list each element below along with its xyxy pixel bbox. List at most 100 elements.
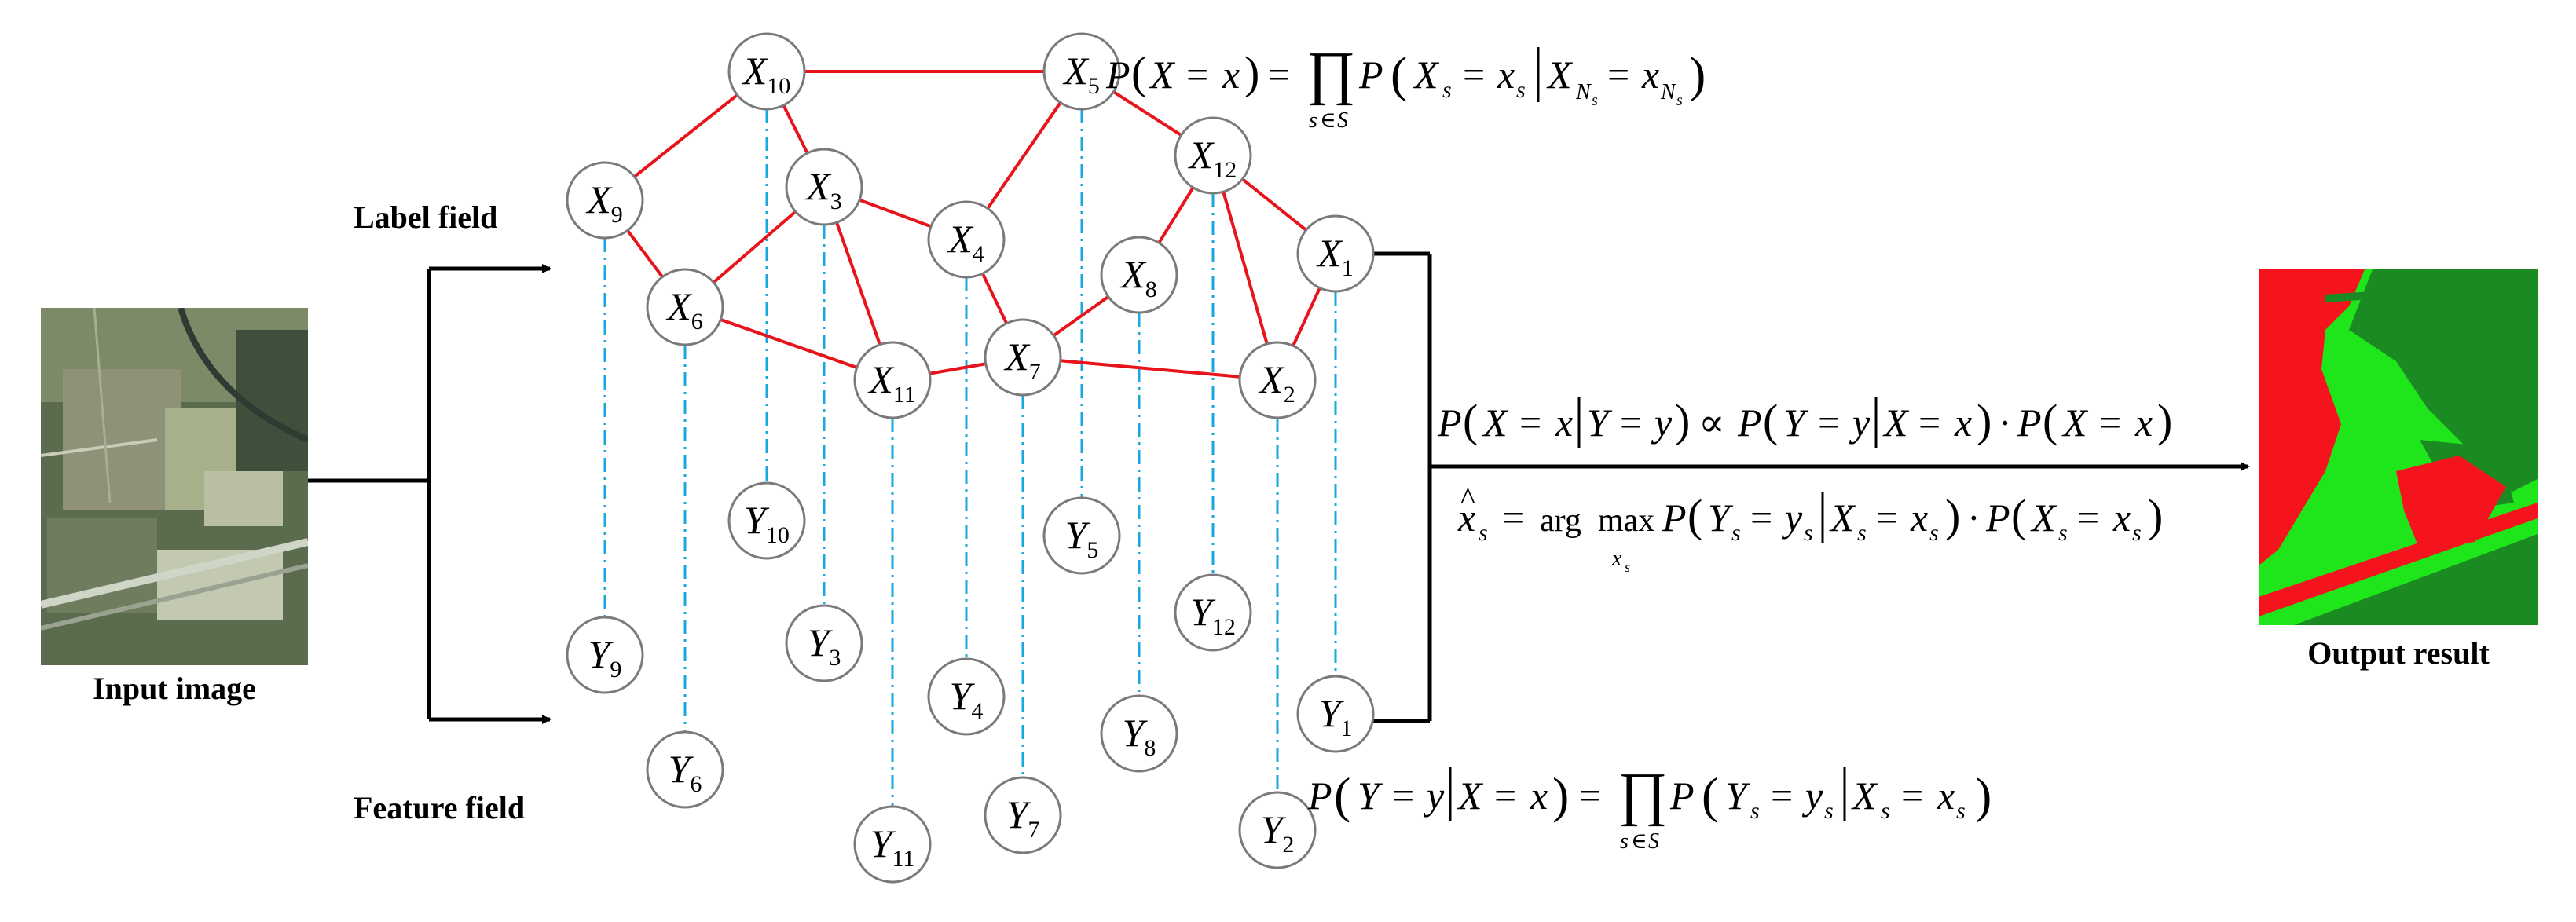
svg-text:=: = <box>2099 401 2121 445</box>
svg-text:·: · <box>1999 401 2012 445</box>
node-x5: X5 <box>1042 32 1121 111</box>
node-circle <box>853 805 932 884</box>
node-label: Y1 <box>1319 691 1353 741</box>
svg-text:x: x <box>1910 496 1928 540</box>
node-circle <box>1238 341 1317 419</box>
svg-text:P: P <box>1985 496 2010 540</box>
node-circle <box>785 148 863 226</box>
svg-text:=: = <box>1750 496 1772 540</box>
svg-text:=: = <box>1876 496 1898 540</box>
svg-text:X: X <box>1882 401 1910 445</box>
svg-text:X: X <box>1546 53 1574 97</box>
output-result-image <box>2259 269 2538 625</box>
feature-field-label: Feature field <box>354 790 525 825</box>
edge-x3-x4 <box>859 198 932 229</box>
label-field-label: Label field <box>354 199 497 235</box>
svg-text:x: x <box>1222 53 1240 97</box>
dashed-links <box>603 109 1337 807</box>
svg-text:s: s <box>1309 108 1317 133</box>
edge-x11-x7 <box>929 362 987 375</box>
svg-text:y: y <box>1781 496 1803 540</box>
svg-text:): ) <box>2157 395 2172 446</box>
node-circle <box>927 200 1006 279</box>
svg-text:s: s <box>2132 520 2142 546</box>
node-circle <box>1174 116 1252 195</box>
svg-text:): ) <box>1945 490 1960 541</box>
node-circle <box>1296 214 1375 293</box>
node-circle <box>927 657 1006 736</box>
edge-x7-x2 <box>1060 359 1240 379</box>
svg-text:(: ( <box>1334 767 1350 823</box>
svg-text:(: ( <box>1131 47 1146 98</box>
edge-x1-x2 <box>1292 287 1321 347</box>
svg-text:Y: Y <box>1358 774 1383 818</box>
node-label: X1 <box>1316 231 1354 281</box>
svg-text:s: s <box>1824 798 1834 824</box>
node-x8: X8 <box>1100 236 1178 314</box>
node-circle <box>984 776 1062 854</box>
svg-text:(: ( <box>1687 490 1702 541</box>
svg-text:=: = <box>1771 774 1793 818</box>
svg-text:x: x <box>1555 401 1573 445</box>
node-label: X4 <box>947 217 984 267</box>
svg-text:=: = <box>1607 53 1629 97</box>
svg-text:S: S <box>1337 108 1348 133</box>
svg-text:y: y <box>1651 401 1673 445</box>
edge-x3-x11 <box>835 221 881 346</box>
node-y4: Y4 <box>927 657 1006 736</box>
svg-text:s: s <box>1881 798 1890 824</box>
node-x12: X12 <box>1174 116 1252 195</box>
node-label: Y3 <box>808 620 841 671</box>
svg-text:X: X <box>2061 401 2089 445</box>
svg-text:P: P <box>1307 774 1332 818</box>
node-circle <box>1100 236 1178 314</box>
node-y12: Y12 <box>1174 573 1252 652</box>
edge-x8-x12 <box>1157 186 1195 244</box>
svg-text:P: P <box>1358 53 1383 97</box>
svg-text:s: s <box>1750 798 1760 824</box>
svg-text:P: P <box>1669 774 1695 818</box>
node-label: X7 <box>1003 335 1041 385</box>
svg-text:Y: Y <box>1708 496 1734 540</box>
svg-text:s: s <box>1676 92 1683 109</box>
svg-text:x: x <box>1937 774 1955 818</box>
node-label: X10 <box>742 49 791 99</box>
svg-text:P: P <box>1737 401 1762 445</box>
node-circle <box>566 616 644 694</box>
svg-text:=: = <box>1392 774 1414 818</box>
node-circle <box>1042 496 1121 575</box>
svg-text:∝: ∝ <box>1698 401 1725 445</box>
node-y3: Y3 <box>785 604 863 682</box>
node-circle <box>1296 675 1375 753</box>
node-x10: X10 <box>727 32 806 111</box>
svg-text:X: X <box>1851 774 1878 818</box>
node-label: Y11 <box>870 821 915 872</box>
node-label: Y5 <box>1065 513 1099 563</box>
svg-text:X: X <box>1413 53 1440 97</box>
formula-map-estimate: x ^ s = arg max x s P ( Y s = y s X s = … <box>1457 481 2163 575</box>
svg-text:x: x <box>1954 401 1972 445</box>
edge-x9-x6 <box>626 229 664 278</box>
node-label: X5 <box>1062 49 1100 99</box>
svg-text:∏: ∏ <box>1306 40 1356 106</box>
edge-x7-x8 <box>1052 295 1110 337</box>
node-circle <box>727 481 806 560</box>
svg-text:N: N <box>1660 80 1676 104</box>
svg-text:s: s <box>2058 520 2068 546</box>
node-x3: X3 <box>785 148 863 226</box>
node-y9: Y9 <box>566 616 644 694</box>
svg-text:Y: Y <box>1725 774 1751 818</box>
svg-text:·: · <box>1967 496 1981 540</box>
edge-x10-x3 <box>782 104 809 154</box>
svg-text:=: = <box>1494 774 1516 818</box>
svg-text:=: = <box>1268 53 1290 97</box>
red-edges <box>626 70 1321 379</box>
svg-text:=: = <box>1901 774 1923 818</box>
node-circle <box>727 32 806 111</box>
svg-text:N: N <box>1575 80 1592 104</box>
svg-text:): ) <box>1977 395 1992 446</box>
svg-text:(: ( <box>1763 395 1778 446</box>
